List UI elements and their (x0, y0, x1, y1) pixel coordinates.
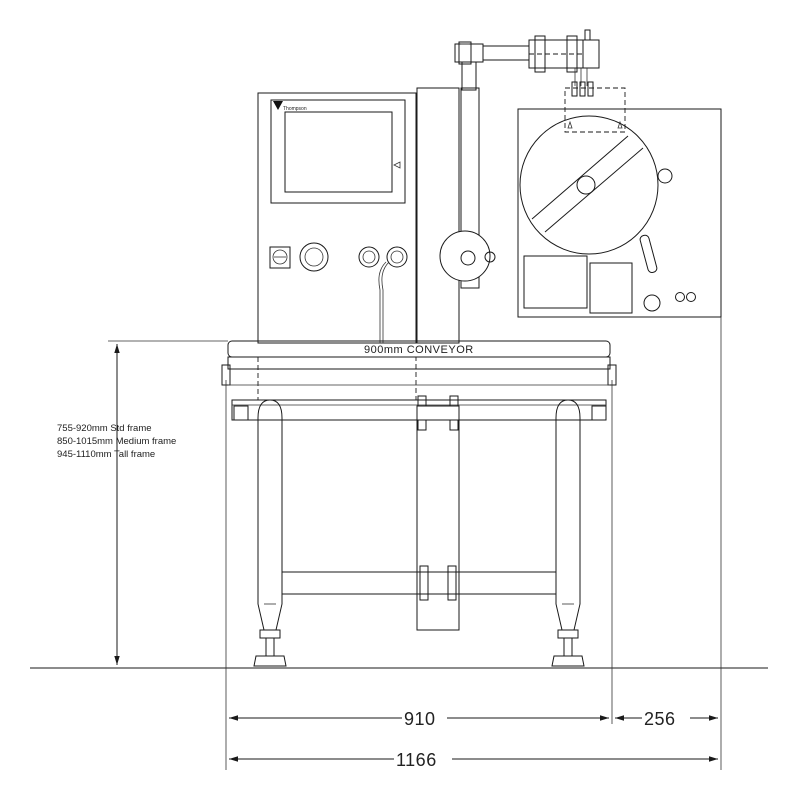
center-column (416, 61, 480, 344)
frame-height-tall: 945-1110mm Tall frame (57, 449, 155, 460)
width-dimension-1166: 1166 (229, 750, 718, 770)
printer-box (523, 255, 588, 309)
dimension-1166: 1166 (396, 750, 437, 770)
height-dimension: 755-920mm Std frame 850-1015mm Medium fr… (57, 344, 176, 665)
width-dimension-256: 256 (615, 709, 718, 729)
width-dimension-910: 910 (229, 709, 609, 729)
hmi-screen (270, 99, 406, 204)
conveyor-label: 900mm CONVEYOR (364, 344, 474, 356)
dimension-910: 910 (404, 709, 436, 729)
control-cabinet: Thompson (257, 92, 417, 344)
frame-stand (253, 399, 585, 667)
dimension-256: 256 (644, 709, 676, 729)
extension-lines (108, 317, 722, 770)
brand-logo: Thompson (273, 101, 307, 112)
frame-height-medium: 850-1015mm Medium frame (57, 436, 176, 447)
push-button-left (358, 246, 380, 268)
module-box (589, 262, 633, 314)
push-button-right (386, 246, 408, 268)
frame-height-std: 755-920mm Std frame (57, 423, 152, 434)
top-actuator (454, 29, 600, 97)
label-reel (519, 115, 659, 255)
label-applicator-panel (517, 87, 722, 318)
control-knob (299, 242, 329, 272)
isolator-switch (269, 246, 291, 269)
conveyor: 900mm CONVEYOR (221, 340, 617, 431)
brand-logo-text: Thompson (283, 106, 307, 112)
pulley-wheel (439, 230, 496, 282)
